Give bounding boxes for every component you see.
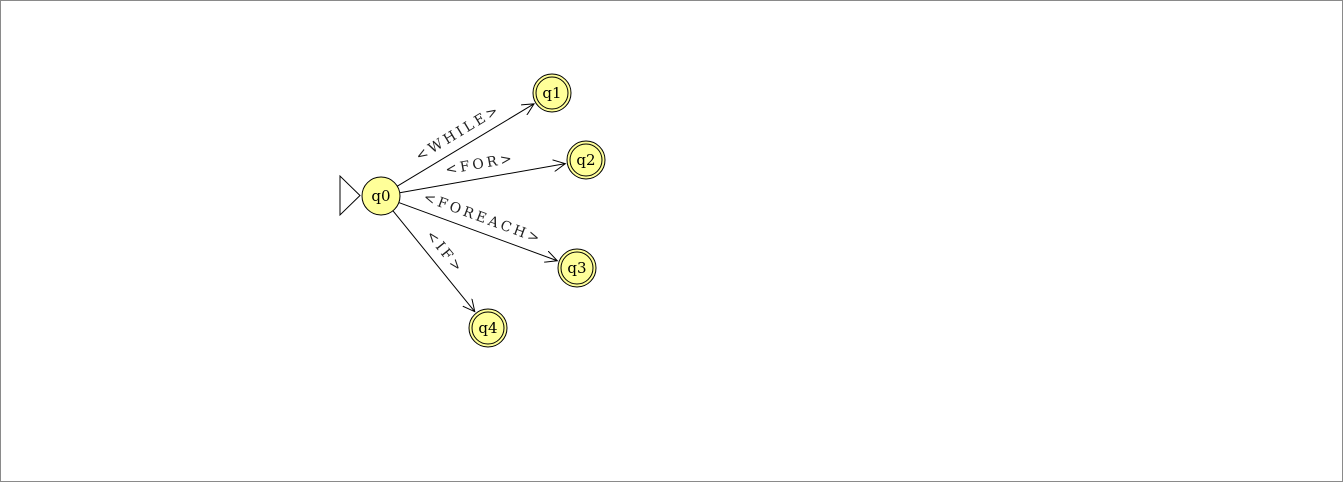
states: q0 q1 q2 q3 q4: [361, 73, 606, 348]
accepting-ring: [569, 143, 603, 177]
transition-q0-q3: [398, 202, 557, 261]
state-label: q4: [478, 319, 497, 337]
accepting-ring: [560, 251, 594, 285]
state-label: q0: [371, 187, 390, 205]
accepting-ring: [535, 76, 569, 110]
state-circle: [566, 140, 606, 180]
state-label: q3: [567, 259, 586, 277]
state-circle: [468, 308, 508, 348]
transition-q0-q4: [392, 210, 475, 312]
state-circle: [532, 73, 572, 113]
state-q3[interactable]: q3: [557, 248, 597, 288]
transition-q0-q2: [399, 164, 566, 194]
accepting-ring: [471, 311, 505, 345]
state-q1[interactable]: q1: [532, 73, 572, 113]
state-label: q1: [542, 84, 561, 102]
transition-label-q4: <IF>: [423, 228, 467, 277]
state-circle: [361, 176, 401, 216]
transition-labels: <WHILE><FOR><FOREACH><IF>: [413, 101, 544, 277]
state-q4[interactable]: q4: [468, 308, 508, 348]
state-q0[interactable]: q0: [361, 176, 401, 216]
initial-state-marker: [339, 174, 361, 217]
state-q2[interactable]: q2: [566, 140, 606, 180]
state-label: q2: [576, 151, 595, 169]
state-circle: [557, 248, 597, 288]
transitions: [392, 104, 566, 312]
transition-q0-q1: [397, 104, 534, 187]
